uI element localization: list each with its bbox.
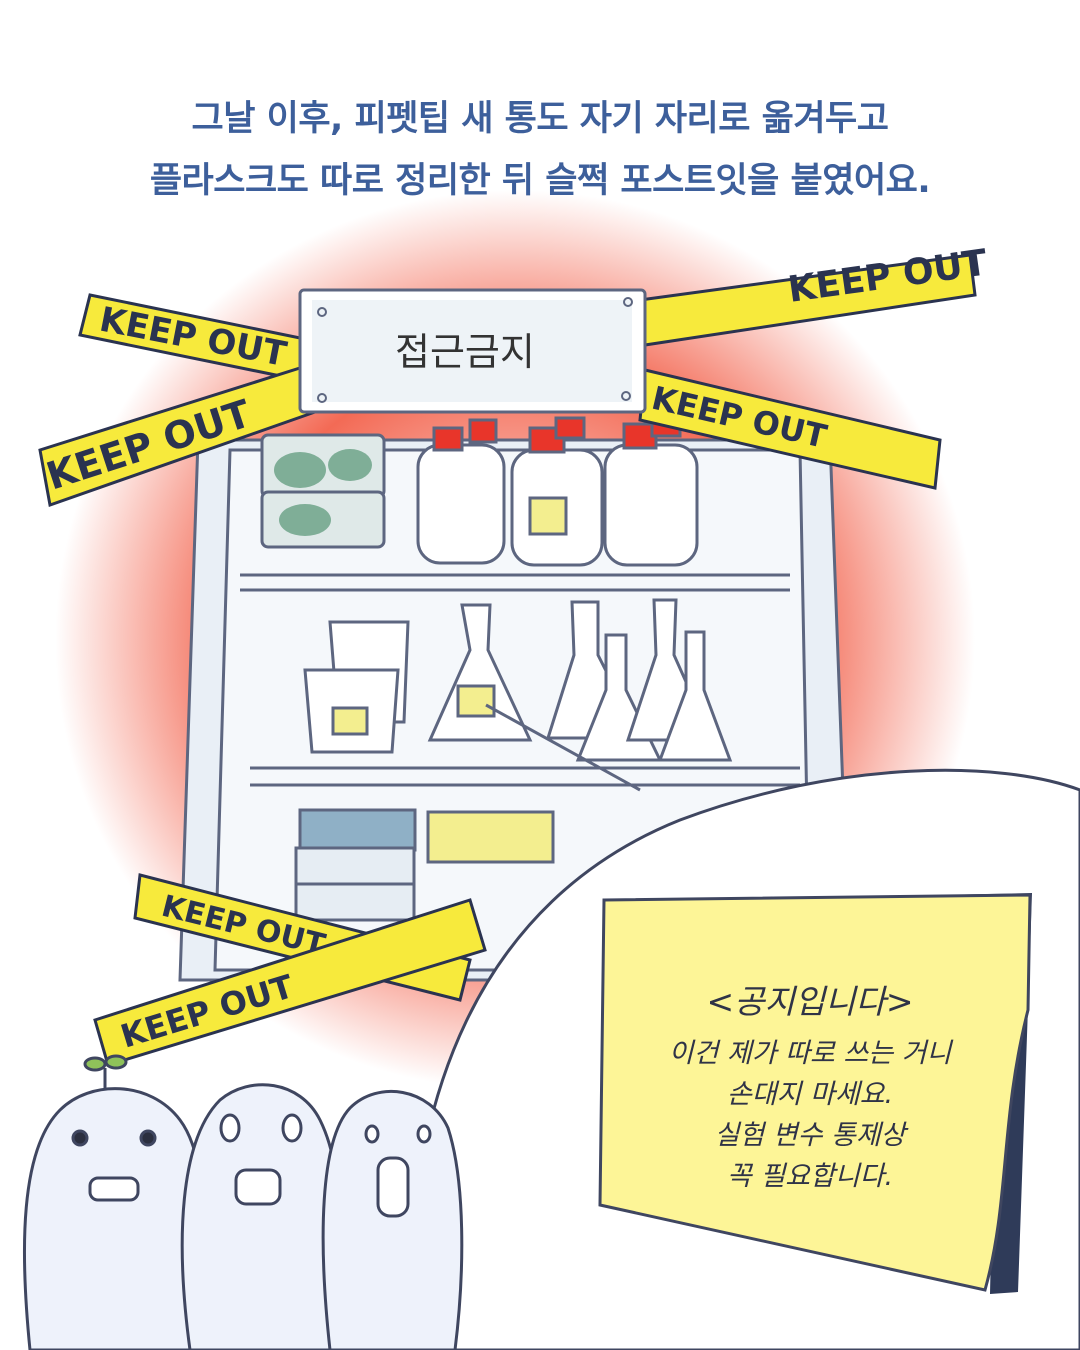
sign-label: 접근금지	[395, 330, 535, 374]
pipette-tip-box-icon	[294, 808, 555, 922]
reagent-bottle-icon	[416, 414, 699, 567]
character-right	[321, 1089, 464, 1350]
narration-caption: 그날 이후, 피펫팁 새 통도 자기 자리로 옮겨두고 플라스크도 따로 정리한…	[0, 88, 1080, 212]
note-line: 꼭 필요합니다.	[726, 1161, 894, 1192]
storage-box-icon	[260, 433, 386, 549]
post-it-note	[598, 893, 1032, 1294]
post-it-text: <공지입니다> 이건 제가 따로 쓰는 거니 손대지 마세요. 실험 변수 통제…	[610, 975, 1010, 1197]
keep-out-tape: KEEP OUT	[638, 242, 990, 347]
no-entry-sign: 접근금지	[298, 288, 647, 414]
caption-line-1: 그날 이후, 피펫팁 새 통도 자기 자리로 옮겨두고	[191, 99, 889, 139]
note-line: 손대지 마세요.	[726, 1079, 894, 1110]
pointer-stick	[485, 703, 641, 792]
caption-line-2: 플라스크도 따로 정리한 뒤 슬쩍 포스트잇을 붙였어요.	[149, 161, 931, 201]
character-middle	[180, 1083, 342, 1350]
beaker-icon	[303, 620, 410, 754]
flask-icon	[427, 598, 733, 762]
note-title: <공지입니다>	[706, 982, 914, 1021]
character-left	[22, 1054, 206, 1350]
note-line: 실험 변수 통제상	[714, 1120, 906, 1151]
note-line: 이건 제가 따로 쓰는 거니	[668, 1038, 952, 1069]
